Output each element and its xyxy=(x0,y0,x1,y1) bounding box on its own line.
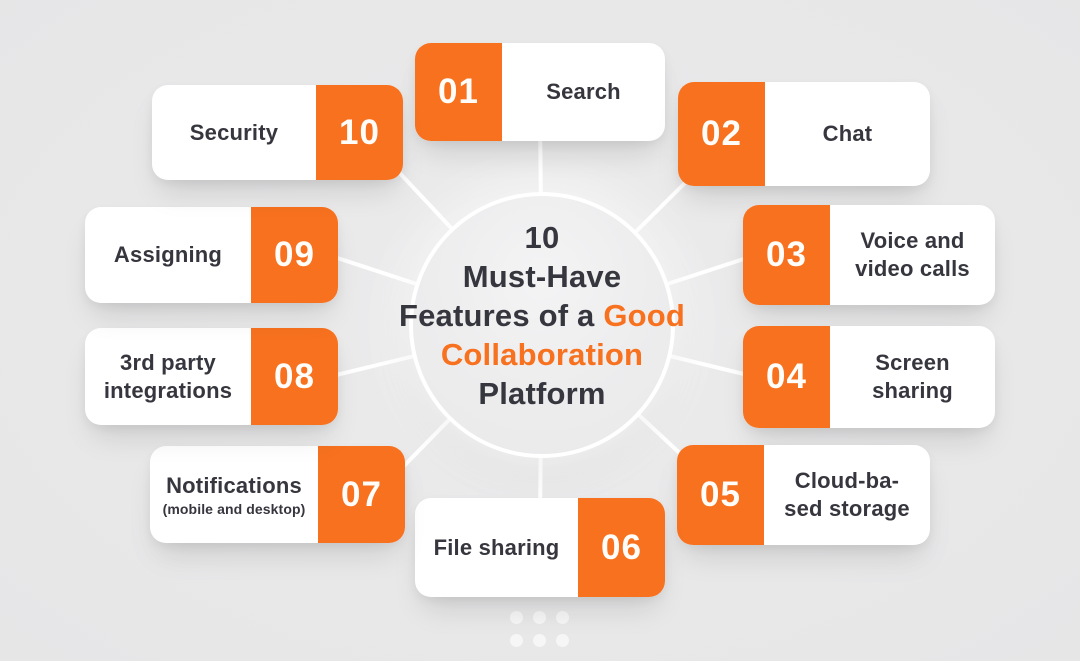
feature-label: Notifications(mobile and desktop) xyxy=(162,472,306,517)
dot-icon xyxy=(556,611,569,624)
center-circle xyxy=(409,192,675,458)
feature-number-badge: 05 xyxy=(677,445,764,545)
title-line-3: Features of a Good xyxy=(398,298,686,333)
feature-number-badge: 01 xyxy=(415,43,502,141)
feature-label: Search xyxy=(546,79,621,104)
feature-number-badge: 09 xyxy=(251,207,338,303)
feature-number-badge: 03 xyxy=(743,205,830,305)
title-highlight-collaboration: Collaboration xyxy=(440,337,644,372)
feature-label: Security xyxy=(189,119,279,145)
feature-label: Assigning xyxy=(113,242,223,267)
dot-icon xyxy=(510,634,523,647)
feature-card-cloud-storage: 05 Cloud-ba-sed storage xyxy=(677,445,930,545)
six-dots-logo-icon xyxy=(510,611,569,647)
dot-icon xyxy=(533,634,546,647)
feature-number-badge: 04 xyxy=(743,326,830,428)
feature-number-badge: 07 xyxy=(318,446,405,543)
title-highlight-good: Good xyxy=(603,298,686,333)
feature-number-badge: 06 xyxy=(578,498,665,597)
feature-number-badge: 10 xyxy=(316,85,403,180)
feature-number-badge: 08 xyxy=(251,328,338,425)
title-line-2: Must-Have xyxy=(462,259,622,294)
feature-card-search: 01 Search xyxy=(415,43,665,141)
title-line-1: 10 xyxy=(524,220,560,255)
feature-card-security: 10 Security xyxy=(152,85,403,180)
dot-icon xyxy=(556,634,569,647)
dot-icon xyxy=(510,611,523,624)
feature-label: Chat xyxy=(822,121,873,146)
title-line-5: Platform xyxy=(478,376,606,411)
feature-card-assigning: 09 Assigning xyxy=(85,207,338,303)
feature-number-badge: 02 xyxy=(678,82,765,186)
feature-card-file-sharing: 06 File sharing xyxy=(415,498,665,597)
feature-card-chat: 02 Chat xyxy=(678,82,930,186)
feature-card-notifications: 07 Notifications(mobile and desktop) xyxy=(150,446,405,543)
feature-sublabel: (mobile and desktop) xyxy=(162,500,306,517)
feature-label: Cloud-ba-sed storage xyxy=(784,468,910,521)
infographic-title: 10 Must-Have Features of a Good Collabor… xyxy=(372,218,712,413)
feature-label: File sharing xyxy=(433,534,560,560)
dot-icon xyxy=(533,611,546,624)
